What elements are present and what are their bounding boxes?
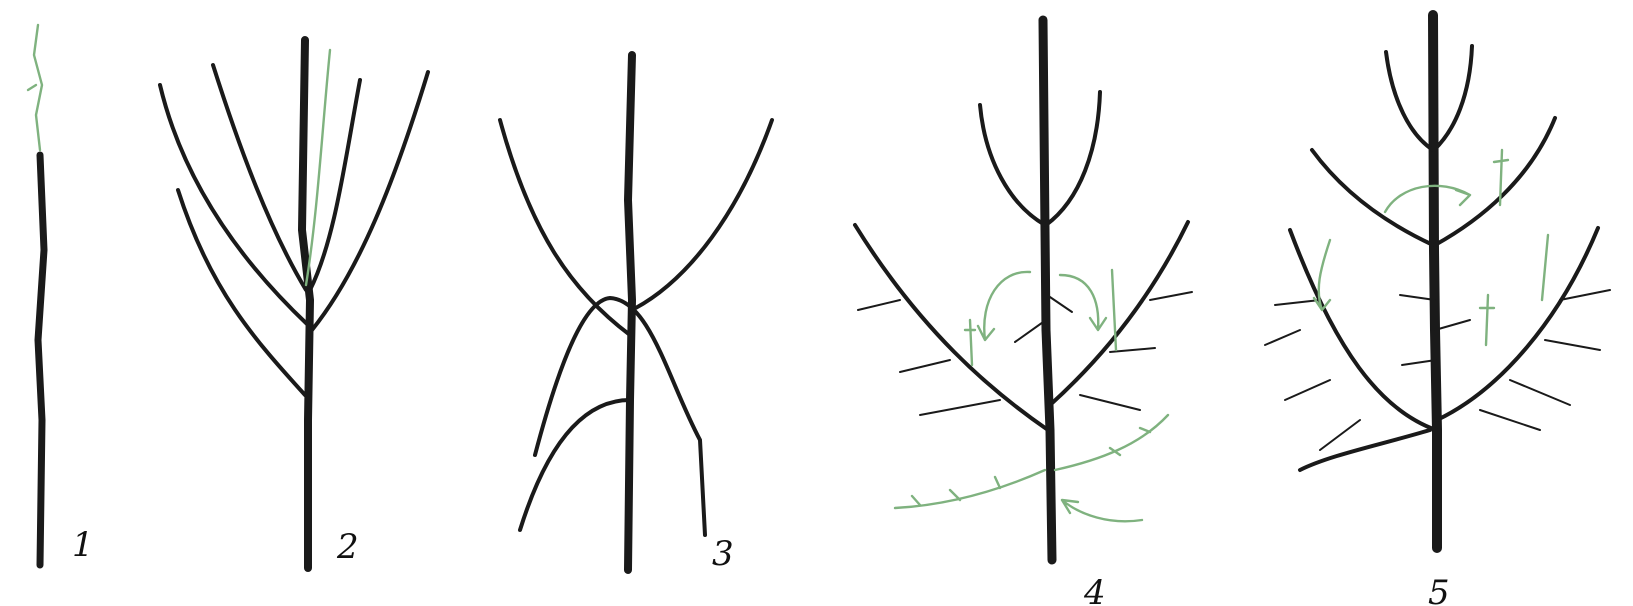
stage-5-branch-top-right (1434, 46, 1472, 150)
stage-3-tree: 3 (500, 55, 772, 574)
stage-1-cut-tick (28, 85, 36, 90)
stage-3-branch-upper-left (500, 120, 630, 335)
stage-5-branch-main-right (1437, 228, 1598, 420)
stage-4-arrow-left (978, 272, 1030, 340)
stage-4-twig-l3 (920, 400, 1000, 415)
stage-3-branch-crossing (535, 298, 705, 535)
stage-4-lower-shoot-left (895, 470, 1045, 508)
stage-2-trunk (302, 40, 310, 568)
stage-3-label: 3 (712, 534, 734, 574)
stage-5-arrow-left (1314, 240, 1330, 310)
stage-2-branch-left-high (213, 65, 306, 290)
stage-4-trunk (1043, 20, 1052, 560)
stage-4-arrow-low (1062, 500, 1142, 521)
stage-4-branch-main-left (855, 225, 1048, 430)
stage-3-branch-lower-left (520, 400, 630, 530)
stage-4-branch-top-left (980, 105, 1045, 225)
stage-2-branch-left-low (178, 190, 305, 395)
stage-5-tree: 5 (1265, 15, 1610, 606)
stage-5-branch-main-left (1290, 230, 1436, 430)
stage-4-twig-c2 (1047, 295, 1072, 312)
stage-4-cut-left-shoot (965, 320, 975, 365)
stage-4-arrow-right (1060, 275, 1106, 330)
stage-4-branch-main-right (1050, 222, 1188, 405)
stage-4-twig-c1 (1015, 320, 1046, 342)
stage-4-label: 4 (1083, 573, 1106, 606)
stage-1-trunk (38, 155, 44, 565)
stage-4-twig-l1 (858, 300, 900, 310)
stage-1-cut-part (34, 25, 42, 150)
stage-5-cut-right-upper (1494, 150, 1508, 205)
stage-4-twig-r1 (1150, 292, 1192, 300)
stage-4-tree: 4 (855, 20, 1192, 606)
stage-5-branch-upper-left (1312, 150, 1433, 245)
stage-2-branch-right-low (312, 72, 428, 330)
stage-3-branch-upper-right (632, 120, 772, 310)
stage-5-twig-r1 (1480, 290, 1610, 430)
stage-3-trunk (628, 55, 632, 570)
stage-5-branch-top-left (1386, 52, 1433, 150)
stage-1-label: 1 (72, 525, 94, 565)
stage-5-twig-l1 (1265, 300, 1360, 450)
stage-5-cut-right-mid (1542, 235, 1548, 300)
stage-5-label: 5 (1428, 573, 1450, 606)
stage-5-trunk (1433, 15, 1437, 548)
stage-4-branch-top-right (1046, 92, 1100, 225)
stage-5-cut-center (1480, 295, 1494, 345)
stage-5-arrow-top (1385, 186, 1470, 212)
stage-5-branch-upper-right (1435, 118, 1555, 245)
stage-2-young-tree: 2 (160, 40, 428, 568)
stage-1-whip: 1 (28, 25, 94, 565)
stage-4-twig-l2 (900, 360, 950, 372)
stage-4-lower-shoot-right (1055, 415, 1168, 470)
stage-4-twig-r3 (1080, 395, 1140, 410)
stage-2-label: 2 (336, 527, 359, 567)
